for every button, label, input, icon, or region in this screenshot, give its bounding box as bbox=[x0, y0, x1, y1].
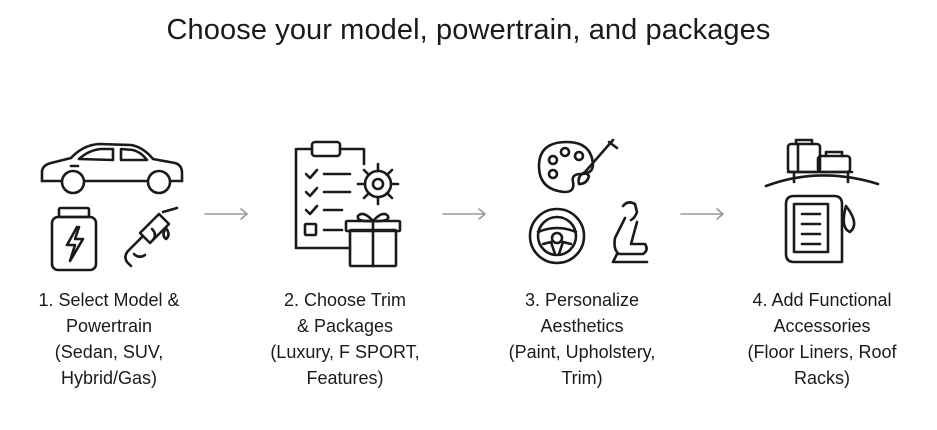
step-2-label-line: & Packages bbox=[296, 316, 394, 336]
step-4-label: 4. Add Functional Accessories (Floor Lin… bbox=[717, 287, 927, 391]
step-3-label-line: Aesthetics bbox=[540, 316, 624, 336]
diagram-title: Choose your model, powertrain, and packa… bbox=[166, 14, 771, 46]
fuel-nozzle-icon bbox=[124, 206, 179, 268]
steering-wheel-icon bbox=[528, 207, 586, 265]
step-2-icon-group bbox=[292, 140, 402, 268]
step-1-label-line: Powertrain bbox=[65, 316, 153, 336]
car-seat-icon bbox=[611, 201, 649, 264]
step-4-icon-group bbox=[764, 138, 884, 268]
step-3-label-line: (Paint, Upholstery, bbox=[508, 342, 656, 362]
step-1-label-line: Hybrid/Gas) bbox=[60, 368, 158, 388]
battery-charge-icon bbox=[50, 206, 98, 272]
step-2-label: 2. Choose Trim & Packages (Luxury, F SPO… bbox=[240, 287, 450, 391]
gift-box-icon bbox=[344, 212, 402, 268]
step-4-label-line: 4. Add Functional bbox=[752, 290, 892, 310]
step-1-label-line: (Sedan, SUV, bbox=[54, 342, 164, 362]
car-icon bbox=[40, 142, 184, 195]
floor-mat-icon bbox=[784, 194, 856, 264]
roof-rack-luggage-icon bbox=[764, 138, 880, 188]
step-1-label: 1. Select Model & Powertrain (Sedan, SUV… bbox=[4, 287, 214, 391]
step-4-label-line: Accessories bbox=[773, 316, 871, 336]
step-2-label-line: Features) bbox=[306, 368, 384, 388]
step-3-icon-group bbox=[527, 138, 657, 268]
step-4-label-line: Racks) bbox=[793, 368, 850, 388]
paint-palette-icon bbox=[537, 138, 619, 194]
step-3-label-line: 3. Personalize bbox=[524, 290, 640, 310]
arrow-3-to-4 bbox=[679, 207, 727, 226]
step-1-label-line: 1. Select Model & bbox=[38, 290, 180, 310]
arrow-2-to-3 bbox=[441, 207, 489, 226]
arrow-1-to-2 bbox=[203, 207, 251, 226]
gear-icon bbox=[356, 162, 400, 206]
step-3-label: 3. Personalize Aesthetics (Paint, Uphols… bbox=[477, 287, 687, 391]
step-4-label-line: (Floor Liners, Roof bbox=[747, 342, 897, 362]
step-1-icon-group bbox=[35, 135, 185, 275]
step-2-label-line: 2. Choose Trim bbox=[283, 290, 407, 310]
step-2-label-line: (Luxury, F SPORT, bbox=[270, 342, 420, 362]
step-3-label-line: Trim) bbox=[561, 368, 603, 388]
clipboard-checklist-icon bbox=[294, 140, 366, 250]
